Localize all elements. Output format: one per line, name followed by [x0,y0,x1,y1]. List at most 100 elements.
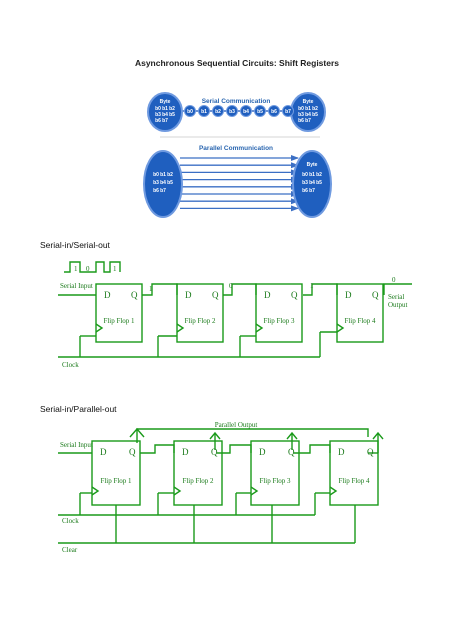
serial-bit-label: b4 [243,109,249,115]
flip-flop-label: Flip Flop 4 [344,317,376,325]
serial-bit-label: b6 [271,109,277,115]
page-title: Asynchronous Sequential Circuits: Shift … [134,58,340,68]
q-value-4: 0 [392,276,396,284]
byte-bit-label: b3 [298,112,304,118]
parallel-output-arrow [209,431,221,440]
serial-input-label: Serial Input [60,282,93,290]
byte-bit-label: b1 [160,172,166,178]
serial-output-wire [383,283,412,295]
serial-bit-label: b0 [187,109,193,115]
serial-bit-label: b1 [201,109,207,115]
q-value-1: 1 [149,285,153,293]
d-input-label: D [104,290,111,300]
serial-communication-label: Serial Communication [202,98,271,105]
siso-flip-flop-1: D Q Flip Flop 1 [95,283,143,343]
section-heading-sipo: Serial-in/Parallel-out [40,404,117,414]
byte-bit-label: b4 [160,180,166,186]
parallel-arrowhead [291,155,299,161]
q-output-label: Q [367,447,374,457]
serial-input-label-2: Serial Input [60,441,93,449]
byte-bit-label: b6 [155,118,161,124]
serial-bit-bead [282,105,294,117]
byte-bit-label: b6 [302,188,308,194]
d-input-label: D [345,290,352,300]
clock-label-2: Clock [62,517,79,525]
clock-triangle [91,486,100,496]
serial-bit-label: b5 [257,109,263,115]
serial-output-label: Serial [388,293,404,301]
d-input-label: D [264,290,271,300]
byte-bit-label: b2 [312,106,318,112]
serial-bit-bead [198,105,210,117]
byte-bit-label: b3 [153,180,159,186]
d-input-label: D [338,447,345,457]
input-waveform: 1 0 1 [64,261,121,273]
byte-bit-label: b2 [167,172,173,178]
flip-flop-label: Flip Flop 4 [338,477,370,485]
parallel-output-arrow [372,431,384,440]
byte-bit-label: b7 [160,188,166,194]
flip-flop-label: Flip Flop 2 [182,477,214,485]
byte-bit-label: b0 [302,172,308,178]
byte-bit-label: b5 [169,112,175,118]
byte-bit-label: b0 [298,106,304,112]
clock-triangle [250,486,259,496]
waveform-bit-1: 1 [74,265,78,273]
clear-label: Clear [62,546,78,554]
parallel-communication-label: Parallel Communication [199,145,273,152]
serial-bit-bead [254,105,266,117]
byte-bit-label: b2 [316,172,322,178]
clock-label: Clock [62,361,79,369]
clock-triangle [329,486,338,496]
parallel-arrowhead [291,205,299,212]
byte-bit-label: b4 [305,112,311,118]
byte-node-parallel-left [143,150,183,218]
byte-bit-label: b7 [309,188,315,194]
q-output-label: Q [291,290,298,300]
byte-bit-label: b5 [312,112,318,118]
d-input-label: D [259,447,266,457]
serial-bit-bead [268,105,280,117]
q-value-2: 0 [229,282,233,290]
byte-bit-label: b4 [309,180,315,186]
d-input-label: D [185,290,192,300]
serial-bit-bead [240,105,252,117]
waveform-bit-2: 0 [86,265,90,273]
q-output-label: Q [372,290,379,300]
byte-bit-label: b5 [316,180,322,186]
parallel-output-arrow [286,431,298,440]
q-value-3: 1 [310,282,314,290]
flip-flop-label: Flip Flop 1 [100,477,132,485]
flip-flop-label: Flip Flop 1 [103,317,135,325]
byte-node-left [147,92,183,132]
parallel-arrowhead [291,162,299,169]
byte-bit-label: b1 [162,106,168,112]
byte-bit-label: b3 [302,180,308,186]
siso-flip-flop-4: D Q Flip Flop 4 [336,283,384,343]
parallel-output-label: Parallel Output [215,421,258,429]
serial-output-label-2: Output [388,301,408,309]
sipo-flip-flop-4: D Q Flip Flop 4 [329,440,379,506]
byte-node-parallel-right [292,150,332,218]
byte-bit-label: b0 [153,172,159,178]
q-output-label: Q [212,290,219,300]
clock-triangle [95,323,104,333]
byte-bit-label: b4 [162,112,168,118]
serial-bit-bead [212,105,224,117]
q-output-label: Q [131,290,138,300]
waveform-bit-3: 1 [113,265,117,273]
clock-triangle [173,486,182,496]
clock-triangle [336,323,345,333]
d-input-label: D [182,447,189,457]
serial-bit-bead [184,105,196,117]
serial-bit-label: b7 [285,109,291,115]
